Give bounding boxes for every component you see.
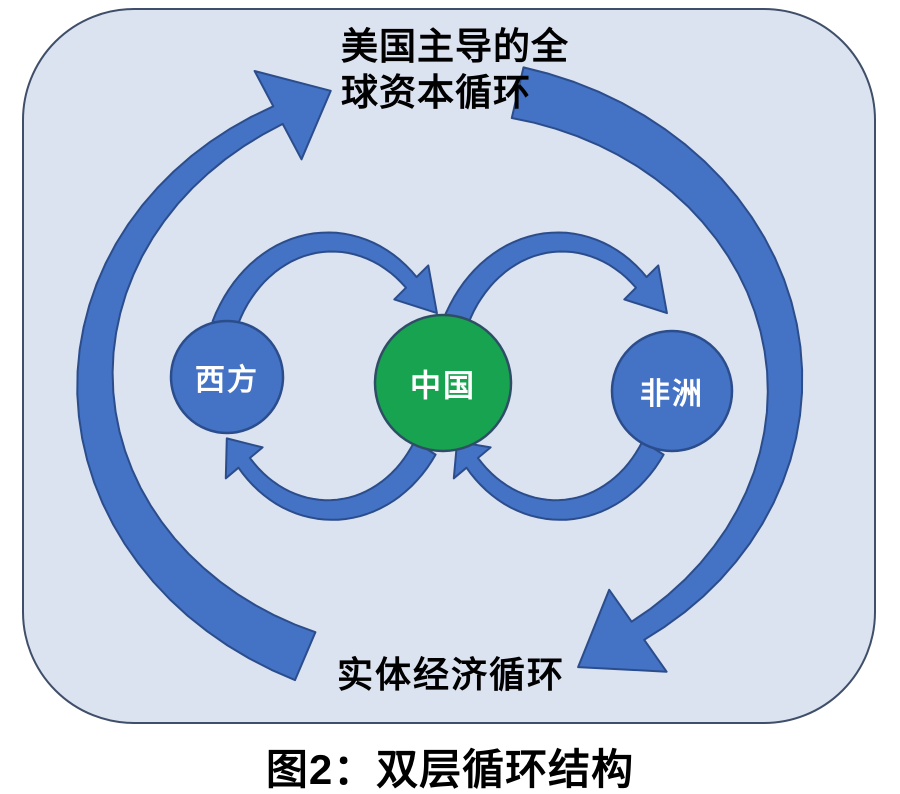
- outer-arrow-right-down: [510, 66, 804, 673]
- figure-caption: 图2：双层循环结构: [265, 746, 635, 793]
- outer-arrow-left-up: [76, 70, 332, 682]
- node-west-label: 西方: [195, 364, 259, 397]
- outer-cycle-bottom-label: 实体经济循环: [337, 654, 566, 695]
- outer-cycle-top-label: 美国主导的全球资本循环: [341, 24, 569, 116]
- node-africa-label: 非洲: [640, 378, 704, 411]
- title-line-2: 球资本循环: [341, 72, 531, 113]
- node-africa-circle: [610, 329, 734, 453]
- inner-arrow-china-to-west: [224, 437, 437, 521]
- node-china-label: 中国: [410, 368, 476, 404]
- node-west-circle: [169, 319, 285, 435]
- inner-arrow-west-to-china: [211, 231, 438, 332]
- inner-arrow-china-to-africa: [441, 231, 668, 332]
- title-line-1: 美国主导的全: [341, 26, 569, 67]
- node-china-circle: [373, 313, 513, 453]
- inner-arrow-africa-to-china: [452, 440, 665, 521]
